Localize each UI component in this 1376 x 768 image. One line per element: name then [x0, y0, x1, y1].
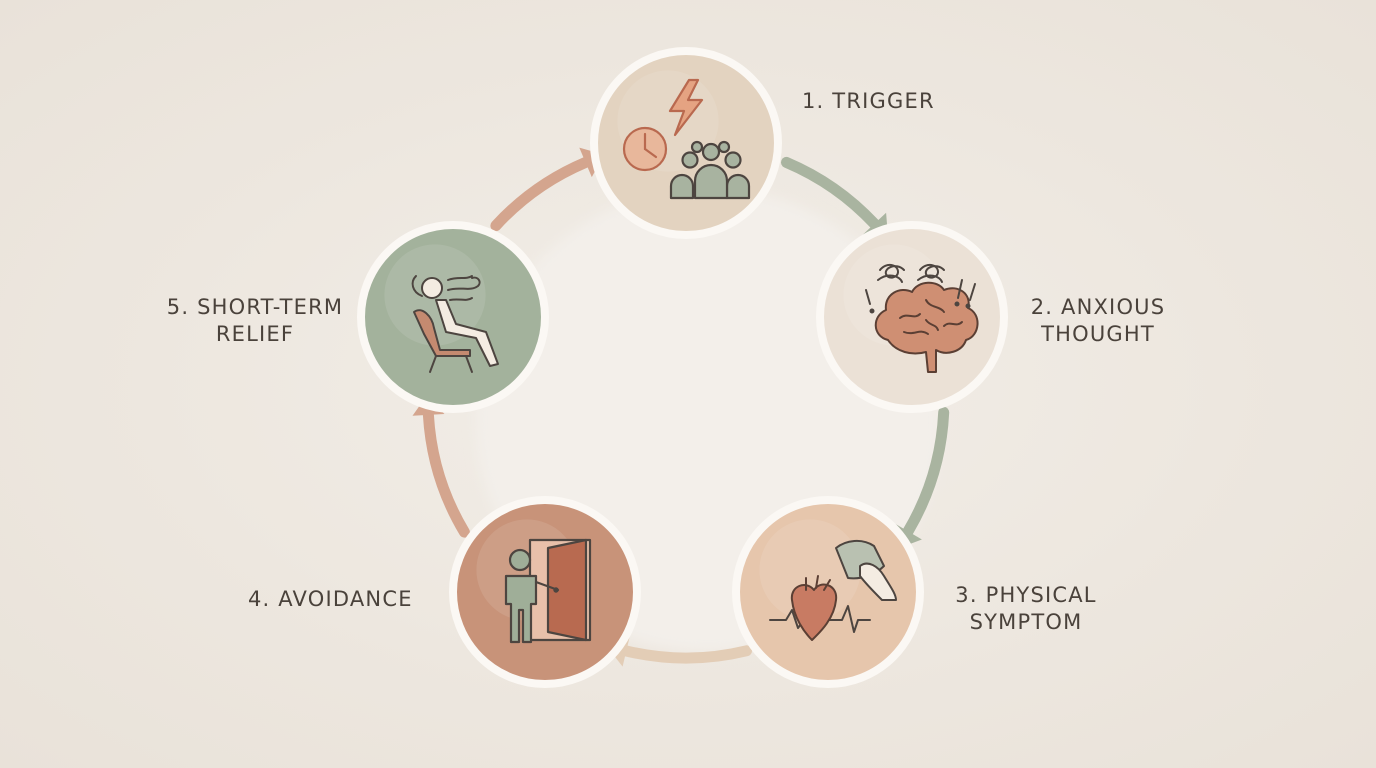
exhale-breath-icon — [447, 275, 481, 301]
node-label-line: 1. TRIGGER — [802, 89, 935, 113]
person-relaxing-in-chair-icon — [411, 275, 499, 373]
node-label-short-term-relief: 5. SHORT-TERM RELIEF — [158, 294, 352, 348]
brain-icon — [874, 281, 979, 373]
arrow-avoidance-to-short-term-relief — [422, 409, 470, 538]
arrow-trigger-to-anxious-thought — [781, 156, 880, 230]
anxious-thought-icons — [865, 264, 979, 373]
heart-icon — [790, 575, 838, 641]
node-label-line: 3. PHYSICAL — [955, 583, 1097, 607]
trigger-icons — [622, 78, 751, 200]
swirl-icon — [877, 264, 945, 283]
exclamation-icon — [865, 279, 976, 314]
clock-icon — [622, 126, 668, 172]
lightning-bolt-icon — [668, 78, 704, 137]
node-label-physical-symptom: 3. PHYSICAL SYMPTOM — [944, 582, 1108, 636]
node-label-avoidance: 4. AVOIDANCE — [248, 586, 413, 613]
physical-symptom-icons — [769, 540, 897, 641]
open-door-icon — [528, 538, 592, 642]
person-icon — [504, 548, 560, 644]
avoidance-icons — [504, 538, 592, 644]
arrow-anxious-thought-to-physical-symptom — [902, 406, 950, 537]
short-term-relief-icons — [411, 275, 499, 373]
group-of-people-icon — [669, 140, 751, 200]
node-label-anxious-thought: 2. ANXIOUS THOUGHT — [1028, 294, 1168, 348]
node-label-line: 4. AVOIDANCE — [248, 587, 413, 611]
node-label-line: THOUGHT — [1041, 322, 1155, 346]
node-label-line: RELIEF — [215, 322, 295, 346]
node-label-line: 2. ANXIOUS — [1030, 295, 1166, 319]
arrow-short-term-relief-to-trigger — [490, 156, 591, 232]
node-label-trigger: 1. TRIGGER — [802, 88, 935, 115]
node-label-line: SYMPTOM — [969, 610, 1083, 634]
node-label-line: 5. SHORT-TERM — [166, 295, 344, 319]
hand-with-cloth-icon — [835, 540, 897, 601]
arrow-physical-symptom-to-avoidance — [620, 645, 752, 664]
node-trigger — [590, 47, 782, 239]
